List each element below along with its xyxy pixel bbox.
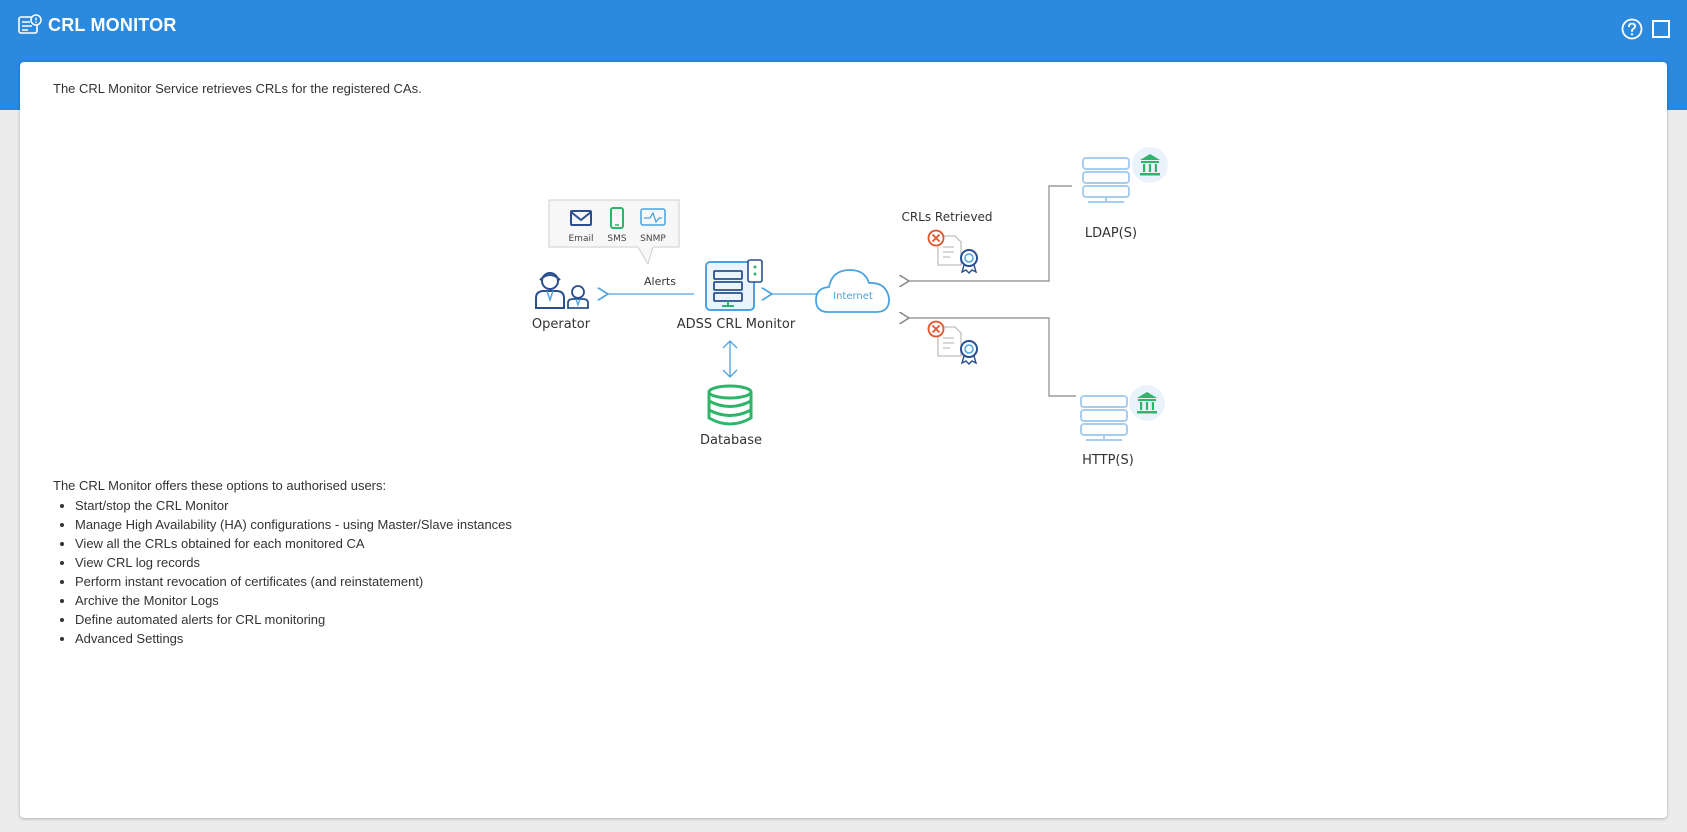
- crl-monitor-icon: [18, 14, 42, 34]
- alert-channel-email: Email: [569, 234, 594, 244]
- crl-certificate-icon: [927, 320, 978, 365]
- connector-ldap: [909, 185, 1072, 281]
- database-label: Database: [700, 433, 762, 448]
- option-item: Advanced Settings: [75, 629, 512, 648]
- options-section: The CRL Monitor offers these options to …: [53, 478, 512, 648]
- content-panel: The CRL Monitor Service retrieves CRLs f…: [20, 62, 1667, 818]
- options-heading: The CRL Monitor offers these options to …: [53, 478, 387, 493]
- option-item: Start/stop the CRL Monitor: [75, 496, 512, 515]
- sms-icon: [610, 207, 624, 229]
- alerts-label: Alerts: [644, 275, 676, 288]
- cloud-icon: [815, 269, 890, 313]
- http-server-icon: [1080, 385, 1165, 441]
- email-icon: [570, 210, 592, 226]
- option-item: Manage High Availability (HA) configurat…: [75, 515, 512, 534]
- crl-monitor-diagram: Email SMS SNMP Alerts Operator: [532, 147, 1168, 468]
- arrow-monitor-database: [722, 340, 738, 378]
- monitor-label: ADSS CRL Monitor: [677, 317, 796, 332]
- operator-label: Operator: [532, 317, 591, 332]
- crl-monitor-server-icon: [705, 259, 763, 311]
- option-item: Archive the Monitor Logs: [75, 591, 512, 610]
- option-item: Perform instant revocation of certificat…: [75, 572, 512, 591]
- ldap-server-icon: [1082, 147, 1168, 203]
- alert-channels-box: Email SMS SNMP: [548, 199, 680, 266]
- options-list: Start/stop the CRL Monitor Manage High A…: [53, 496, 512, 648]
- snmp-icon: [640, 208, 666, 226]
- alert-channel-snmp: SNMP: [640, 234, 666, 244]
- option-item: Define automated alerts for CRL monitori…: [75, 610, 512, 629]
- maximize-icon[interactable]: [1651, 19, 1671, 39]
- page-title: CRL MONITOR: [48, 14, 177, 35]
- ldap-label: LDAP(S): [1085, 226, 1137, 241]
- crls-retrieved-label: CRLs Retrieved: [901, 210, 992, 224]
- crl-certificate-icon: [927, 229, 978, 274]
- header-title-group: CRL MONITOR: [18, 14, 177, 36]
- option-item: View all the CRLs obtained for each moni…: [75, 534, 512, 553]
- internet-label: Internet: [833, 291, 873, 302]
- help-icon[interactable]: [1621, 18, 1643, 40]
- operator-icon: [535, 272, 589, 309]
- alert-channel-sms: SMS: [607, 234, 626, 244]
- header-actions: [1621, 18, 1671, 40]
- database-icon: [707, 384, 753, 426]
- http-label: HTTP(S): [1082, 453, 1134, 468]
- intro-text: The CRL Monitor Service retrieves CRLs f…: [53, 81, 422, 96]
- option-item: View CRL log records: [75, 553, 512, 572]
- connector-http: [909, 318, 1076, 397]
